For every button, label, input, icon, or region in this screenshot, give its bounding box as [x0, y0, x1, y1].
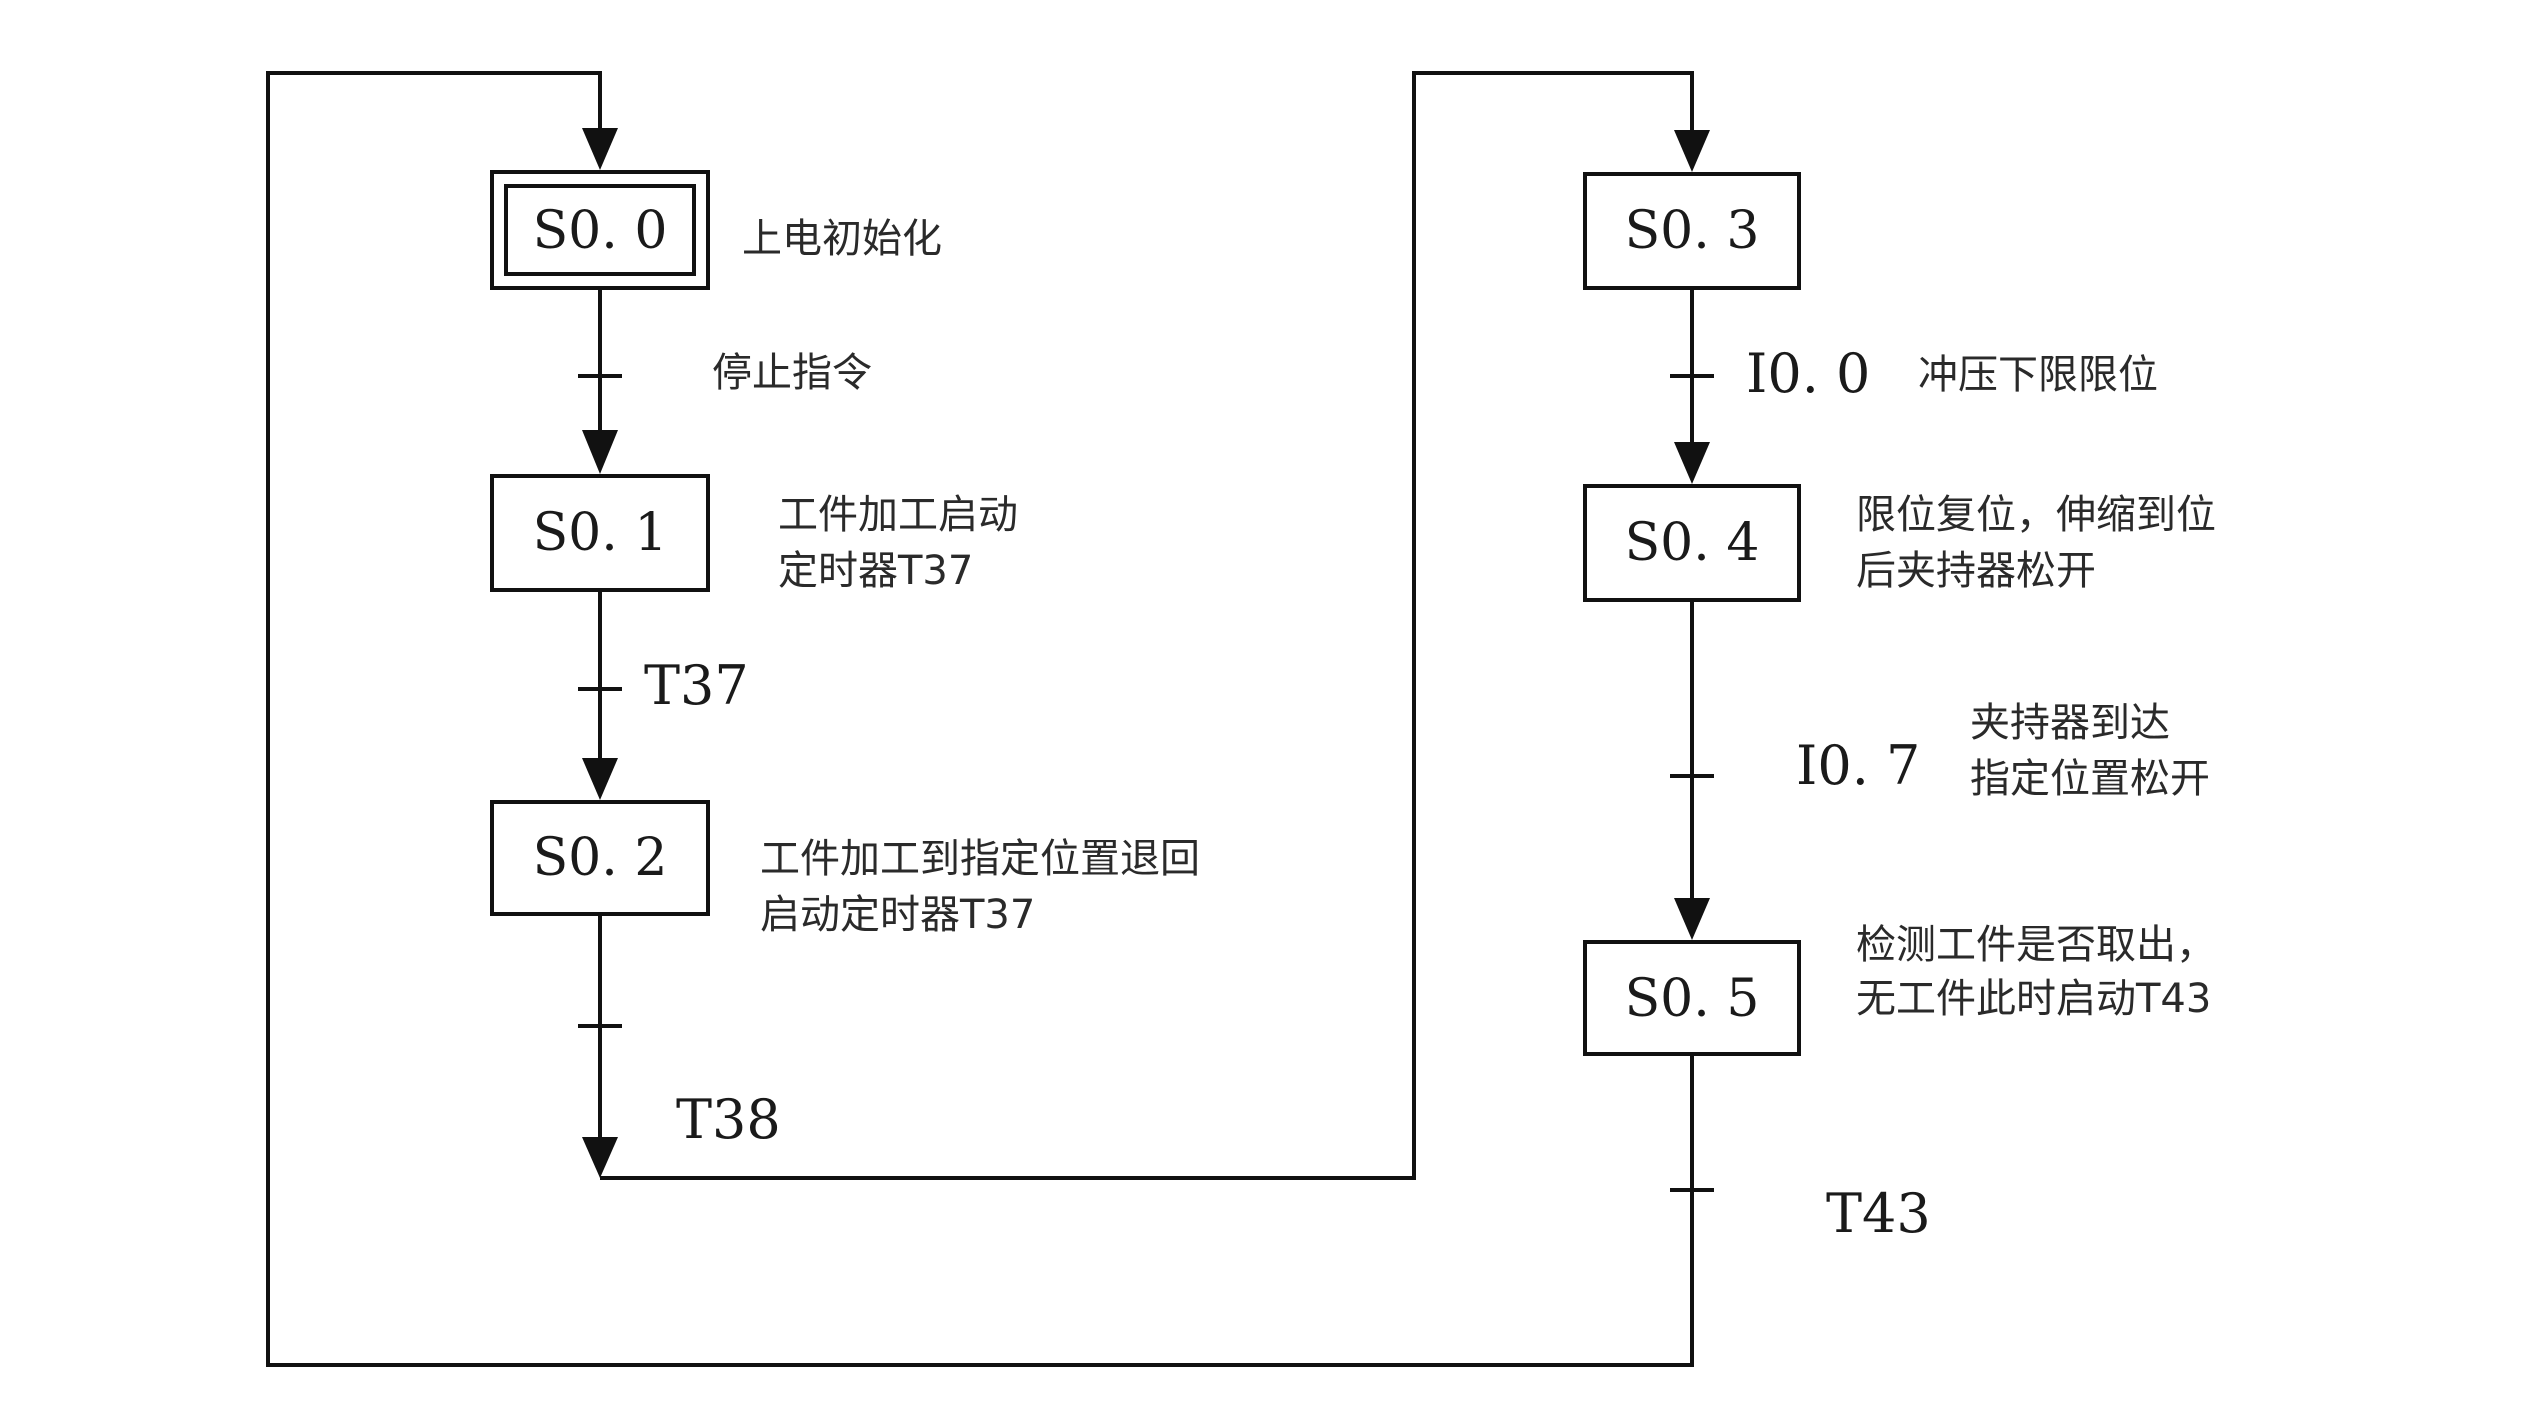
- step-s03: S0. 3: [1583, 172, 1801, 290]
- step-box-inner: [504, 184, 696, 276]
- action-note-s05-line1: 检测工件是否取出，: [1856, 922, 2216, 968]
- loop-return-line: [266, 71, 1694, 1367]
- transition-note-t01: 停止指令: [712, 350, 872, 396]
- link-to-right-branch: [600, 71, 1694, 1180]
- arrow-into-s04: [1674, 442, 1710, 484]
- transition-note-t45-line1: 夹持器到达: [1970, 700, 2170, 746]
- step-label-s04: S0. 4: [1625, 513, 1760, 573]
- action-note-s05-line2: 无工件此时启动T43: [1856, 976, 2211, 1022]
- transition-conditions: 停止指令 T37 T38 I0. 0 冲压下限限位 I0. 7 夹持器到达 指定…: [644, 342, 2210, 1245]
- arrow-s02-down: [582, 1137, 618, 1178]
- arrow-into-s00: [582, 128, 618, 170]
- step-label-s03: S0. 3: [1625, 201, 1760, 261]
- step-label-s00: S0. 0: [533, 201, 668, 261]
- step-s01: S0. 1: [490, 474, 710, 592]
- transition-note-t45-line2: 指定位置松开: [1970, 756, 2210, 802]
- transition-label-t45: I0. 7: [1796, 734, 1920, 797]
- step-s05: S0. 5: [1583, 940, 1801, 1056]
- arrow-into-s05: [1674, 898, 1710, 940]
- action-note-s04-line2: 后夹持器松开: [1856, 548, 2096, 594]
- step-s02: S0. 2: [490, 800, 710, 916]
- step-box: [1583, 172, 1801, 290]
- action-note-s04-line1: 限位复位，伸缩到位: [1856, 492, 2216, 538]
- step-s00: S0. 0: [490, 170, 710, 290]
- transition-label-t34: I0. 0: [1746, 342, 1870, 405]
- action-note-s02-line2: 启动定时器T37: [760, 892, 1035, 938]
- step-s04: S0. 4: [1583, 484, 1801, 602]
- step-label-s01: S0. 1: [533, 503, 668, 563]
- step-box: [1583, 940, 1801, 1056]
- step-box: [490, 800, 710, 916]
- step-box: [490, 474, 710, 592]
- action-note-s00-line1: 上电初始化: [742, 216, 942, 262]
- transition-label-t12: T37: [644, 654, 749, 717]
- left-branch-lines: [266, 71, 1710, 1367]
- step-label-s02: S0. 2: [533, 828, 668, 888]
- transition-label-t5x: T43: [1826, 1182, 1931, 1245]
- action-note-s01-line2: 定时器T37: [778, 548, 973, 594]
- step-label-s05: S0. 5: [1625, 969, 1760, 1029]
- action-note-s02-line1: 工件加工到指定位置退回: [760, 836, 1200, 882]
- transition-label-t2x: T38: [676, 1088, 781, 1151]
- arrow-into-s01: [582, 430, 618, 474]
- right-branch-lines: [1670, 288, 1714, 1192]
- arrow-into-s02: [582, 758, 618, 800]
- action-notes: 上电初始化 工件加工启动 定时器T37 工件加工到指定位置退回 启动定时器T37…: [742, 216, 2216, 1022]
- arrow-into-s03: [1674, 130, 1710, 172]
- step-box: [1583, 484, 1801, 602]
- action-note-s01-line1: 工件加工启动: [778, 492, 1018, 538]
- transition-note-t34: 冲压下限限位: [1918, 352, 2158, 398]
